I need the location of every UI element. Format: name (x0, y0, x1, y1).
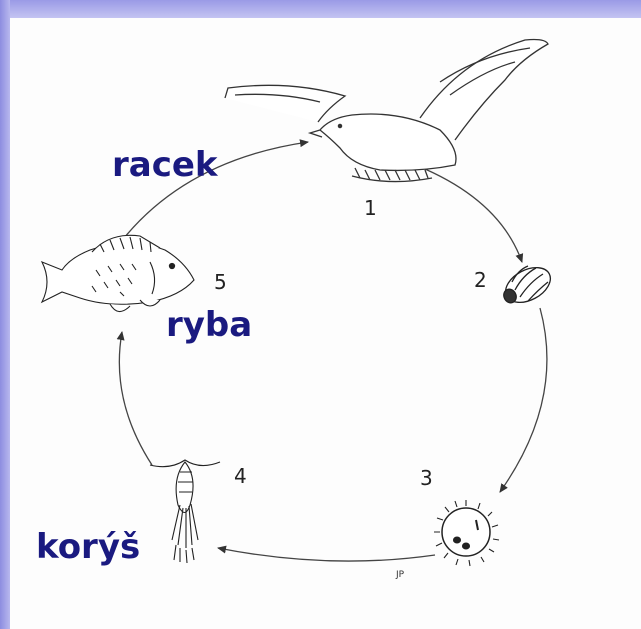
label-fish: ryba (166, 308, 252, 342)
egg-icon (500, 260, 556, 309)
stage-number-1: 1 (364, 198, 377, 218)
fish-icon (42, 235, 194, 311)
stage-number-4: 4 (234, 466, 247, 486)
crustacean-icon (150, 460, 220, 563)
gull-icon (225, 40, 548, 182)
label-gull: racek (112, 148, 218, 182)
stage-number-3: 3 (420, 468, 433, 488)
arrow-egg-to-larva (500, 308, 547, 492)
stage-number-5: 5 (214, 272, 227, 292)
arrow-crustacean-to-fish (119, 332, 152, 465)
artist-initials: JP (396, 571, 404, 580)
arrow-larva-to-crustacean (218, 548, 435, 561)
larva-icon (434, 500, 499, 566)
label-crustacean: korýš (36, 530, 140, 564)
stage-number-2: 2 (474, 270, 487, 290)
arrow-gull-to-egg (418, 166, 522, 262)
